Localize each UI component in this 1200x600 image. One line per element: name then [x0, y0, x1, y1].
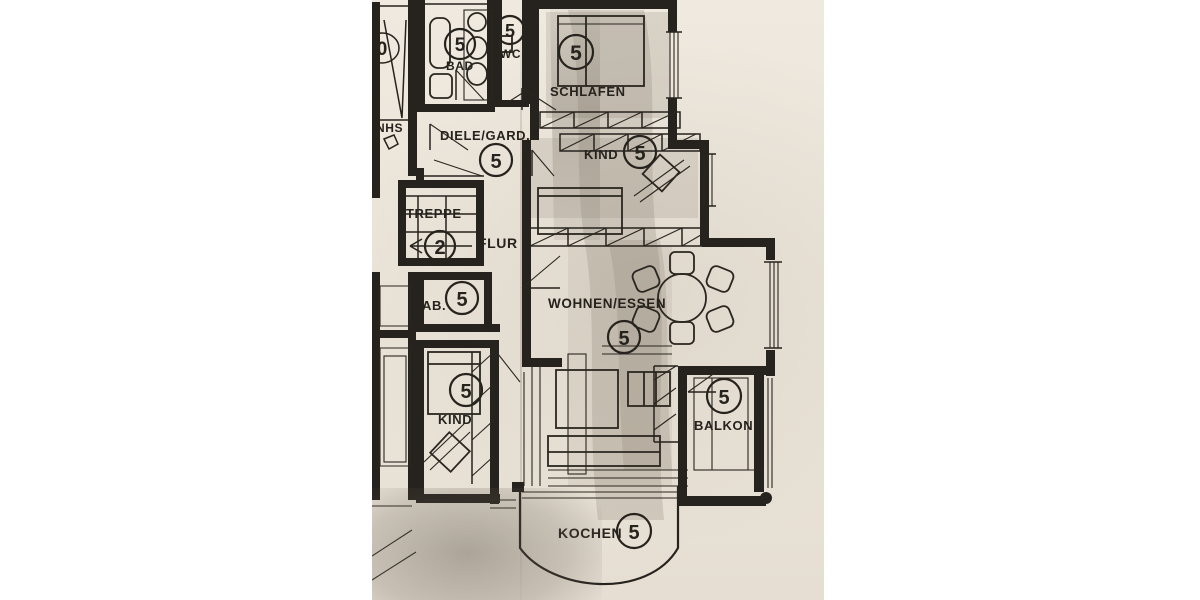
marker-kind-upper: 5: [634, 143, 645, 165]
wall-group-upper-left: 0 NHS: [372, 0, 417, 198]
label-kind-upper: KIND: [584, 147, 618, 162]
label-wc: WC: [500, 47, 521, 61]
label-kochen: BALKON: [694, 418, 753, 433]
marker-balkon: 5: [628, 522, 639, 544]
room-kind-lower: 5 KIND: [416, 340, 521, 504]
marker-kochen: 5: [718, 387, 729, 409]
label-bad: BAD: [446, 59, 474, 73]
label-treppe: TREPPE: [406, 206, 462, 221]
marker-treppe: 2: [434, 237, 445, 259]
marker-kind-lower: 5: [460, 381, 471, 403]
room-flur: FLUR: [478, 235, 518, 251]
label-flur: FLUR: [478, 235, 518, 251]
neighbour-outline-lower: [372, 505, 417, 581]
room-treppe: TREPPE 2: [398, 180, 484, 266]
room-kind-upper: 5 KIND: [522, 118, 716, 248]
room-abstellraum: AB. 5: [416, 272, 500, 332]
label-nhs-fragment: NHS: [376, 121, 403, 135]
floor-plan-drawing: .w { fill:#26221d; } /* solid wall poche…: [372, 0, 782, 586]
neighbour-rooms-left: [372, 272, 416, 500]
room-diele-gard: DIELE/GARD. 5: [416, 123, 530, 184]
marker-abstellraum: 5: [456, 289, 467, 311]
marker-neighbour-unit: 0: [377, 39, 388, 60]
floor-plan-photograph: .w { fill:#26221d; } /* solid wall poche…: [372, 0, 824, 600]
label-abstellraum: AB.: [422, 298, 446, 313]
label-kind-lower: KIND: [438, 412, 472, 427]
marker-wc: 5: [505, 21, 515, 41]
label-diele-gard: DIELE/GARD.: [440, 128, 530, 143]
room-kochen: 5 BALKON: [653, 365, 773, 506]
marker-wohnen-essen: 5: [618, 328, 629, 350]
marker-bad: 5: [455, 35, 466, 56]
room-bad: 5 BAD: [417, 0, 495, 112]
room-wohnen-essen: WOHNEN/ESSEN 5: [521, 210, 782, 487]
marker-schlafen: 5: [570, 42, 582, 65]
room-balkon: KOCHEN 5: [490, 482, 680, 586]
room-wc: 5 WC: [494, 0, 530, 107]
label-schlafen: SCHLAFEN: [550, 84, 626, 99]
label-balkon: KOCHEN: [558, 525, 622, 541]
label-wohnen-essen: WOHNEN/ESSEN: [548, 296, 666, 311]
paper-fold-line: [520, 0, 522, 600]
marker-diele-gard: 5: [490, 151, 501, 173]
